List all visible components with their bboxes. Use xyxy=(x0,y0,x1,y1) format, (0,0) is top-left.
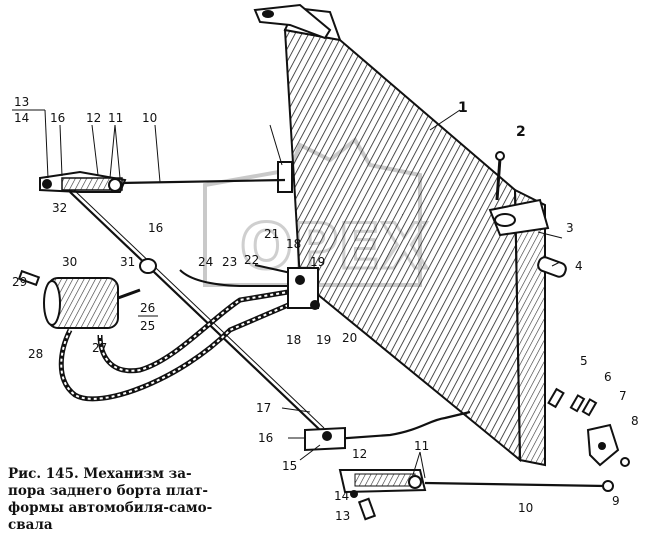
label-16-mid: 16 xyxy=(148,221,163,235)
label-24: 24 xyxy=(198,255,213,269)
nut-14 xyxy=(350,490,358,498)
label-21: 21 xyxy=(264,227,279,241)
label-17: 17 xyxy=(256,401,271,415)
bolt-29 xyxy=(17,269,41,287)
label-11: 11 xyxy=(108,111,123,125)
label-32: 32 xyxy=(52,201,67,215)
pneumatic-chamber xyxy=(17,264,320,402)
label-18: 18 xyxy=(286,237,301,251)
label-3: 3 xyxy=(566,221,574,235)
label-2: 2 xyxy=(516,124,526,140)
part-labels: 1 2 3 4 5 6 7 8 9 10 10 11 11 12 12 13 1… xyxy=(12,95,639,523)
label-18-lower: 18 xyxy=(286,333,301,347)
label-6: 6 xyxy=(604,370,612,384)
leader-lines xyxy=(20,109,563,479)
label-19: 19 xyxy=(310,255,325,269)
label-8: 8 xyxy=(631,414,639,428)
label-25: 25 xyxy=(140,319,155,333)
label-31: 31 xyxy=(120,255,135,269)
rod-10-lower xyxy=(424,481,606,488)
label-11-lower: 11 xyxy=(414,439,429,453)
label-5: 5 xyxy=(580,354,588,368)
right-small-parts xyxy=(547,387,630,467)
label-16-lower: 16 xyxy=(258,431,273,445)
upper-linkage xyxy=(39,170,286,193)
label-9: 9 xyxy=(612,494,620,508)
label-26: 26 xyxy=(140,301,155,315)
label-15: 15 xyxy=(282,459,297,473)
bolt-13-lower xyxy=(357,497,377,521)
label-14: 14 xyxy=(14,111,29,125)
label-10-lower: 10 xyxy=(518,501,533,515)
label-22: 22 xyxy=(244,253,259,267)
rod-17 xyxy=(69,189,325,431)
label-19-lower: 19 xyxy=(316,333,331,347)
label-30: 30 xyxy=(62,255,77,269)
label-13-lower: 13 xyxy=(335,509,350,523)
label-23: 23 xyxy=(222,255,237,269)
label-1: 1 xyxy=(458,100,468,116)
label-16: 16 xyxy=(50,111,65,125)
figure-caption: Рис. 145. Механизм за- пора заднего борт… xyxy=(8,466,213,533)
bolt-2 xyxy=(495,151,505,161)
tailgate-panel xyxy=(253,3,567,467)
lower-linkage xyxy=(304,410,614,521)
label-20: 20 xyxy=(342,331,357,345)
bushing-31 xyxy=(139,258,157,274)
label-7: 7 xyxy=(619,389,627,403)
label-12-lower: 12 xyxy=(352,447,367,461)
bracket-7 xyxy=(277,161,293,193)
label-13: 13 xyxy=(14,95,29,109)
label-29: 29 xyxy=(12,275,27,289)
label-28: 28 xyxy=(28,347,43,361)
label-12: 12 xyxy=(86,111,101,125)
label-4: 4 xyxy=(575,259,583,273)
label-14-lower: 14 xyxy=(334,489,349,503)
label-10: 10 xyxy=(142,111,157,125)
label-27: 27 xyxy=(92,341,107,355)
